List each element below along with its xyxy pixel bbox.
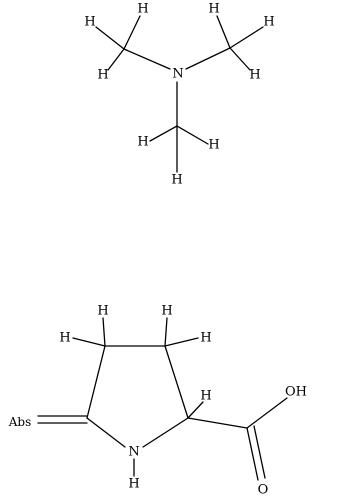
atom-h: H bbox=[137, 135, 148, 150]
atom-h: H bbox=[171, 173, 182, 188]
bond-ring bbox=[86, 417, 126, 448]
atom-h: H bbox=[97, 304, 108, 319]
atom-h: H bbox=[59, 331, 70, 346]
atom-nh-h: H bbox=[128, 477, 139, 492]
bond-c-oh bbox=[246, 397, 288, 429]
atom-h: H bbox=[263, 15, 274, 30]
bond-c-n bbox=[185, 47, 231, 70]
atom-o: O bbox=[258, 483, 269, 498]
atom-h: H bbox=[208, 2, 219, 17]
bond-c-o-double bbox=[246, 427, 259, 481]
atom-h: H bbox=[137, 2, 148, 17]
atom-h: H bbox=[249, 68, 260, 83]
atom-h: H bbox=[161, 304, 172, 319]
bond-c-h bbox=[216, 15, 231, 49]
atom-h: H bbox=[208, 138, 219, 153]
bond-c-n bbox=[123, 48, 171, 70]
bond-c-c bbox=[187, 417, 248, 429]
bond-c-h bbox=[107, 48, 125, 71]
bond-c-o-double bbox=[253, 425, 266, 479]
atom-n: N bbox=[172, 67, 183, 82]
bond-c-h bbox=[229, 26, 264, 49]
bond-c-h bbox=[72, 337, 106, 347]
atom-h: H bbox=[97, 68, 108, 83]
bond-ring bbox=[164, 345, 189, 419]
bond-c-h bbox=[176, 125, 209, 145]
bond-c-h bbox=[187, 401, 204, 419]
bond-c-h bbox=[149, 125, 178, 142]
atom-oh: OH bbox=[285, 385, 307, 400]
stereo-abs-label: Abs bbox=[8, 415, 32, 429]
pyroglutamic-acid-structure: H H H H H OH O N H Abs bbox=[8, 304, 307, 498]
bond-c-h bbox=[229, 47, 251, 71]
bond-ring bbox=[86, 345, 106, 419]
bond-c-h bbox=[102, 317, 106, 347]
atom-h: H bbox=[200, 389, 211, 404]
bond-c-h bbox=[164, 337, 199, 347]
atom-nh: N bbox=[128, 445, 139, 460]
bond-c-h bbox=[123, 15, 141, 50]
bond-ring bbox=[142, 417, 189, 448]
atom-h: H bbox=[200, 331, 211, 346]
atom-h: H bbox=[84, 15, 95, 30]
trimethylamine-structure: N H H H H H H H H H bbox=[84, 2, 274, 188]
bond-c-h bbox=[164, 317, 168, 347]
bond-c-h bbox=[95, 26, 125, 50]
